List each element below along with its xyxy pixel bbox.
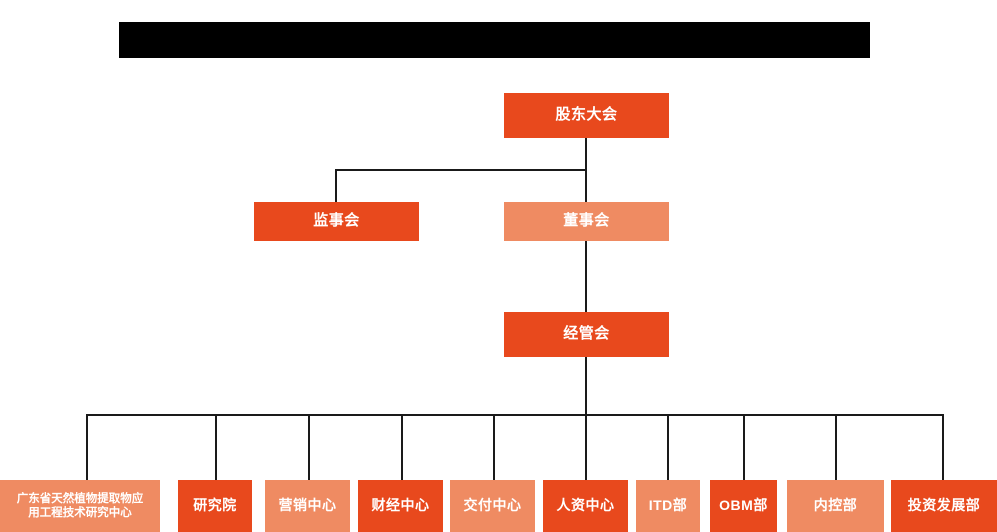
connector-leaf-drop-7: [667, 414, 669, 480]
connector-leaf-drop-2: [215, 414, 217, 480]
node-management-committee[interactable]: 经管会: [504, 312, 669, 357]
connector-leaf-drop-10: [942, 414, 944, 480]
connector-leaf-drop-9: [835, 414, 837, 480]
node-guangdong-research-center[interactable]: 广东省天然植物提取物应 用工程技术研究中心: [0, 480, 160, 532]
node-finance-center[interactable]: 财经中心: [358, 480, 443, 532]
connector-leaf-drop-5: [493, 414, 495, 480]
connector-leaf-drop-4: [401, 414, 403, 480]
node-investment-development-department[interactable]: 投资发展部: [891, 480, 997, 532]
node-obm-department[interactable]: OBM部: [710, 480, 777, 532]
node-marketing-center[interactable]: 营销中心: [265, 480, 350, 532]
redacted-title-bar: [119, 22, 870, 58]
connector-leaf-drop-8: [743, 414, 745, 480]
node-hr-center[interactable]: 人资中心: [543, 480, 628, 532]
connector-supervisors-down: [335, 169, 337, 202]
connector-shareholders-down: [585, 138, 587, 170]
node-itd-department[interactable]: ITD部: [636, 480, 700, 532]
connector-management-down: [585, 357, 587, 415]
node-research-institute[interactable]: 研究院: [178, 480, 252, 532]
connector-level2-bus: [335, 169, 587, 171]
connector-leaf-drop-6: [585, 414, 587, 480]
connector-directors-down: [585, 169, 587, 202]
node-board-of-supervisors[interactable]: 监事会: [254, 202, 419, 241]
node-delivery-center[interactable]: 交付中心: [450, 480, 535, 532]
node-shareholders-meeting[interactable]: 股东大会: [504, 93, 669, 138]
connector-leaf-drop-3: [308, 414, 310, 480]
connector-directors-to-management: [585, 241, 587, 312]
node-label-line1: 广东省天然植物提取物应: [16, 492, 144, 505]
node-internal-control-department[interactable]: 内控部: [787, 480, 884, 532]
connector-leaf-bus: [86, 414, 944, 416]
node-board-of-directors[interactable]: 董事会: [504, 202, 669, 241]
connector-leaf-drop-1: [86, 414, 88, 480]
node-label-line2: 用工程技术研究中心: [28, 507, 132, 519]
